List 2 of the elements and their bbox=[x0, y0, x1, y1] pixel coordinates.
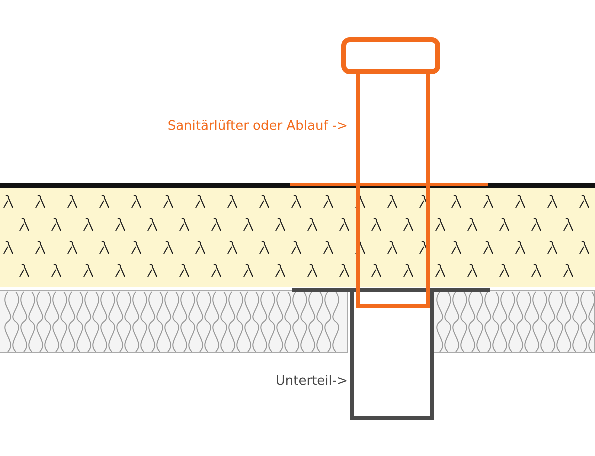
part-label: Unterteil-> bbox=[276, 374, 348, 389]
part-label: Sanitärlüfter oder Ablauf -> bbox=[168, 119, 348, 134]
